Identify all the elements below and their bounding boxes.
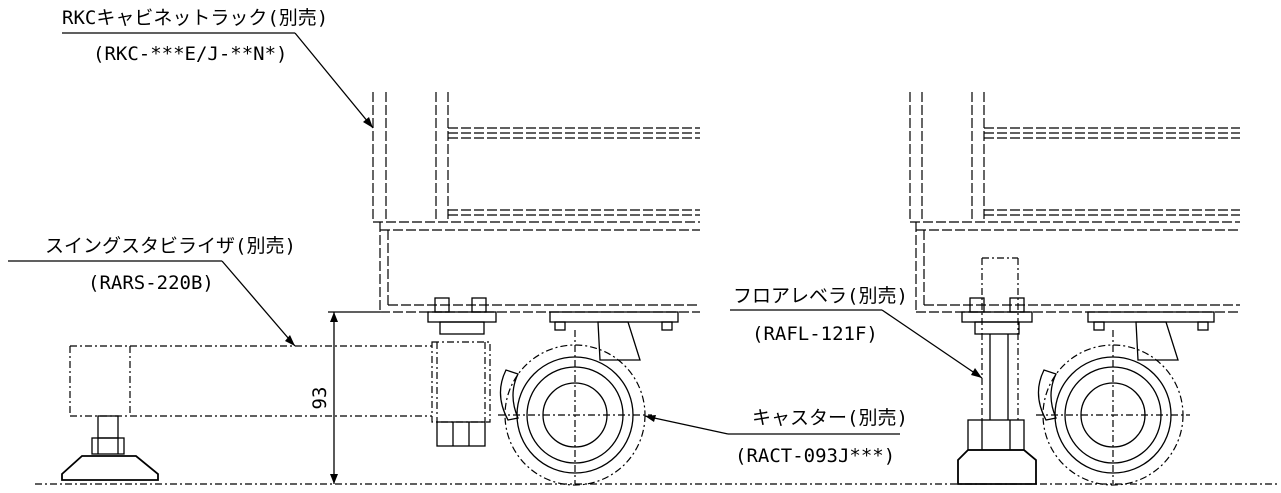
stabilizer-model-label: (RARS-220B) bbox=[88, 272, 214, 294]
leveler-name-label: フロアレベラ(別売) bbox=[733, 285, 908, 307]
caster-callout: キャスター(別売) (RACT-093J***) bbox=[644, 407, 908, 467]
leveler-callout: フロアレベラ(別売) (RAFL-121F) bbox=[730, 285, 983, 379]
rack-name-label: RKCキャビネットラック(別売) bbox=[62, 7, 328, 29]
left-caster bbox=[498, 311, 679, 486]
floor-leveler bbox=[957, 257, 1037, 485]
stabilizer-name-label: スイングスタビライザ(別売) bbox=[45, 235, 296, 257]
right-caster bbox=[1036, 311, 1215, 486]
stabilizer-callout: スイングスタビライザ(別売) (RARS-220B) bbox=[8, 235, 296, 347]
rack-callout: RKCキャビネットラック(別売) (RKC-***E/J-**N*) bbox=[62, 7, 374, 129]
stabilizer-clamp bbox=[431, 341, 491, 447]
left-bolts bbox=[427, 297, 497, 335]
caster-name-label: キャスター(別売) bbox=[752, 407, 908, 429]
left-rack-frame bbox=[372, 92, 700, 313]
dimension-93-label: 93 bbox=[309, 387, 331, 410]
dimension-93: 93 bbox=[309, 311, 380, 484]
rack-model-label: (RKC-***E/J-**N*) bbox=[93, 43, 287, 65]
leveler-model-label: (RAFL-121F) bbox=[752, 323, 878, 345]
stabilizer-arm bbox=[69, 345, 432, 417]
stabilizer-foot bbox=[61, 415, 159, 481]
caster-model-label: (RACT-093J***) bbox=[735, 445, 895, 467]
right-rack-frame bbox=[909, 92, 1240, 313]
